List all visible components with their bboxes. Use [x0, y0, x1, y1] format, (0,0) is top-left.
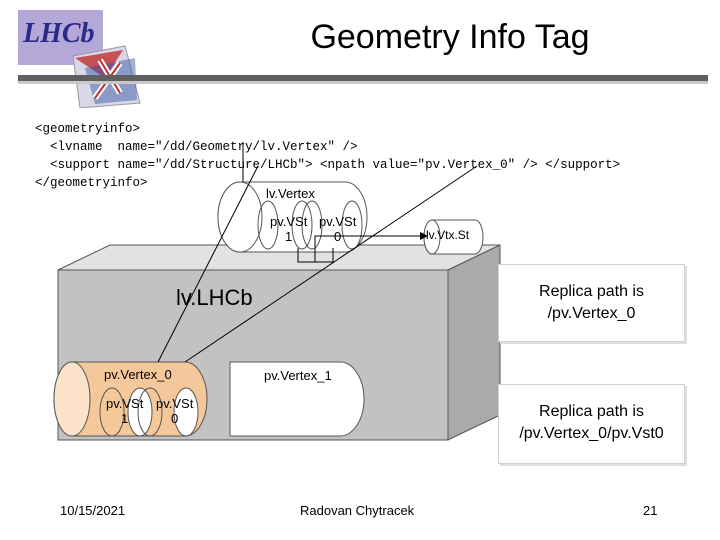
pvst0-label-line2: 0 — [319, 229, 356, 244]
footer-author: Radovan Chytracek — [300, 503, 414, 518]
pv-vertex0-label: pv.Vertex_0 — [104, 367, 172, 382]
replica-callout-1-line2: /pv.Vertex_0 — [499, 303, 684, 325]
inner-pvst1-label: pv.VSt 1 — [106, 396, 143, 426]
inner-pvst0-label: pv.VSt 0 — [156, 396, 193, 426]
replica-callout-2-line1: Replica path is — [499, 401, 684, 423]
inner-pvst0-line2: 0 — [156, 411, 193, 426]
replica-callout-1: Replica path is /pv.Vertex_0 — [498, 264, 685, 342]
footer-date: 10/15/2021 — [60, 503, 125, 518]
pv-vertex1-label: pv.Vertex_1 — [264, 368, 332, 383]
replica-callout-2-line2: /pv.Vertex_0/pv.Vst0 — [499, 423, 684, 445]
pvst0-label-line1: pv.VSt — [319, 214, 356, 229]
pvst1-label-line1: pv.VSt — [270, 214, 307, 229]
lv-lhcb-label: lv.LHCb — [176, 285, 253, 311]
replica-callout-2: Replica path is /pv.Vertex_0/pv.Vst0 — [498, 384, 685, 464]
replica-callout-1-line1: Replica path is — [499, 281, 684, 303]
lv-vertex-end — [218, 182, 262, 252]
pvst0-label: pv.VSt 0 — [319, 214, 356, 244]
inner-pvst1-line1: pv.VSt — [106, 396, 143, 411]
pvst1-label-line2: 1 — [270, 229, 307, 244]
lv-vertex-label: lv.Vertex — [266, 186, 315, 201]
pvst1-label: pv.VSt 1 — [270, 214, 307, 244]
inner-pvst0-line1: pv.VSt — [156, 396, 193, 411]
pv-vertex0-end — [54, 362, 90, 436]
inner-pvst1-line2: 1 — [106, 411, 143, 426]
lhcb-box-side — [448, 245, 500, 440]
lvvtxst-label: lv.Vtx.St — [426, 228, 469, 242]
page-number: 21 — [643, 503, 657, 518]
